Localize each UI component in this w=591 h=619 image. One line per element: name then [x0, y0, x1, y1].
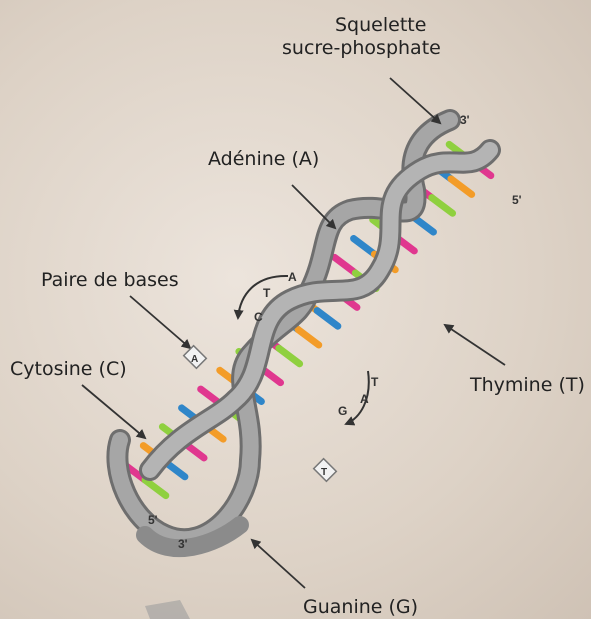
base-pair-label: Paire de bases [41, 269, 179, 291]
pair-letter-upper-t: T [263, 286, 271, 300]
adenine-label: Adénine (A) [208, 148, 319, 170]
thymine-leader [445, 325, 505, 365]
thymine-label: Thymine (T) [470, 374, 585, 396]
corner-decoration [145, 600, 190, 619]
guanine-leader [252, 540, 305, 588]
base-pair-half [145, 480, 166, 496]
backbone-label-line2: sucre-phosphate [282, 37, 441, 59]
tile-letter-a: A [191, 354, 198, 365]
pair-letter-lower-g: G [338, 404, 347, 418]
cytosine-label: Cytosine (C) [10, 358, 127, 380]
pair-letter-lower-a: A [360, 392, 369, 406]
base-pair-half [317, 311, 338, 327]
guanine-label: Guanine (G) [303, 596, 418, 618]
base-pair-half [279, 348, 300, 364]
strand-end-top-3prime: 3' [460, 113, 470, 127]
base-pair-leader [130, 296, 190, 348]
base-pair-half [354, 239, 375, 255]
base-pair-half [451, 179, 472, 195]
strand-end-top-5prime: 5' [512, 193, 522, 207]
base-pair-half [298, 329, 319, 345]
base-pair-half [432, 198, 453, 214]
strand-end-bottom-3prime: 3' [178, 537, 188, 551]
backbone-label-line1: Squelette [335, 14, 426, 36]
adenine-leader [292, 185, 335, 228]
pair-letter-upper-a: A [288, 270, 297, 284]
backbone-label-2: sucre-phosphate [282, 37, 441, 59]
pair-letter-upper-c: C [254, 310, 263, 324]
pair-letter-lower-t: T [371, 375, 379, 389]
base-pair-half [334, 257, 355, 273]
tile-letter-t: T [321, 467, 327, 478]
backbone-label: Squelette [335, 14, 426, 36]
strand-end-bottom-5prime: 5' [148, 513, 158, 527]
cytosine-leader [82, 385, 145, 438]
backbone-leader [390, 78, 440, 123]
